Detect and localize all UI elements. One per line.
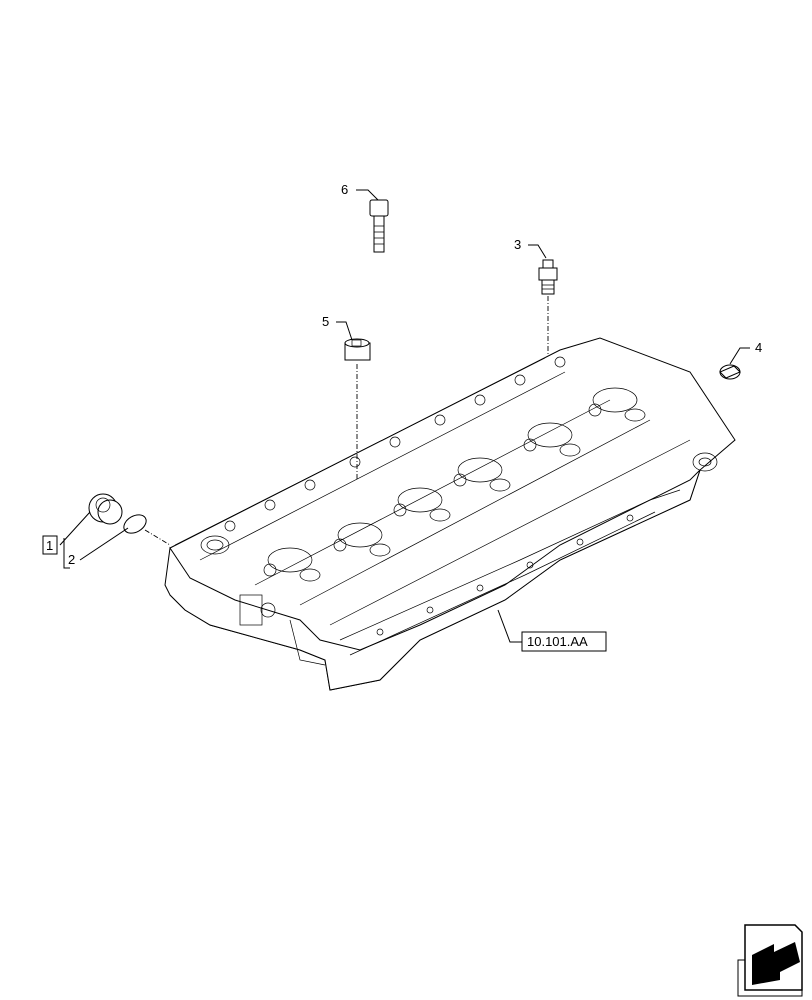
arrow-icon[interactable] xyxy=(737,924,803,997)
o-ring-part-2 xyxy=(123,514,147,534)
callout-1: 1 xyxy=(42,535,58,555)
bolt-part-6 xyxy=(369,199,389,253)
callout-label: 6 xyxy=(341,182,348,197)
plug-part-1 xyxy=(88,493,123,525)
callout-5: 5 xyxy=(322,314,329,329)
reference-link[interactable]: 10.101.AA xyxy=(521,631,607,652)
callout-box xyxy=(42,535,58,555)
callout-label: 5 xyxy=(322,314,329,329)
callout-2: 2 xyxy=(68,552,75,567)
axis-line-part-1 xyxy=(144,529,171,546)
callout-6: 6 xyxy=(341,182,348,197)
reference-label[interactable]: 10.101.AA xyxy=(527,634,588,649)
callout-label: 1 xyxy=(46,538,53,553)
callout-label: 3 xyxy=(514,237,521,252)
callout-3: 3 xyxy=(514,237,521,252)
cylinder-head xyxy=(164,337,736,691)
plug-part-4 xyxy=(719,364,741,380)
fitting-part-3 xyxy=(538,259,558,295)
callout-label: 4 xyxy=(755,340,762,355)
leader-lines xyxy=(59,189,750,643)
sleeve-part-5 xyxy=(344,338,371,361)
reference-box[interactable] xyxy=(521,631,607,652)
callout-label: 2 xyxy=(68,552,75,567)
callout-4: 4 xyxy=(755,340,762,355)
